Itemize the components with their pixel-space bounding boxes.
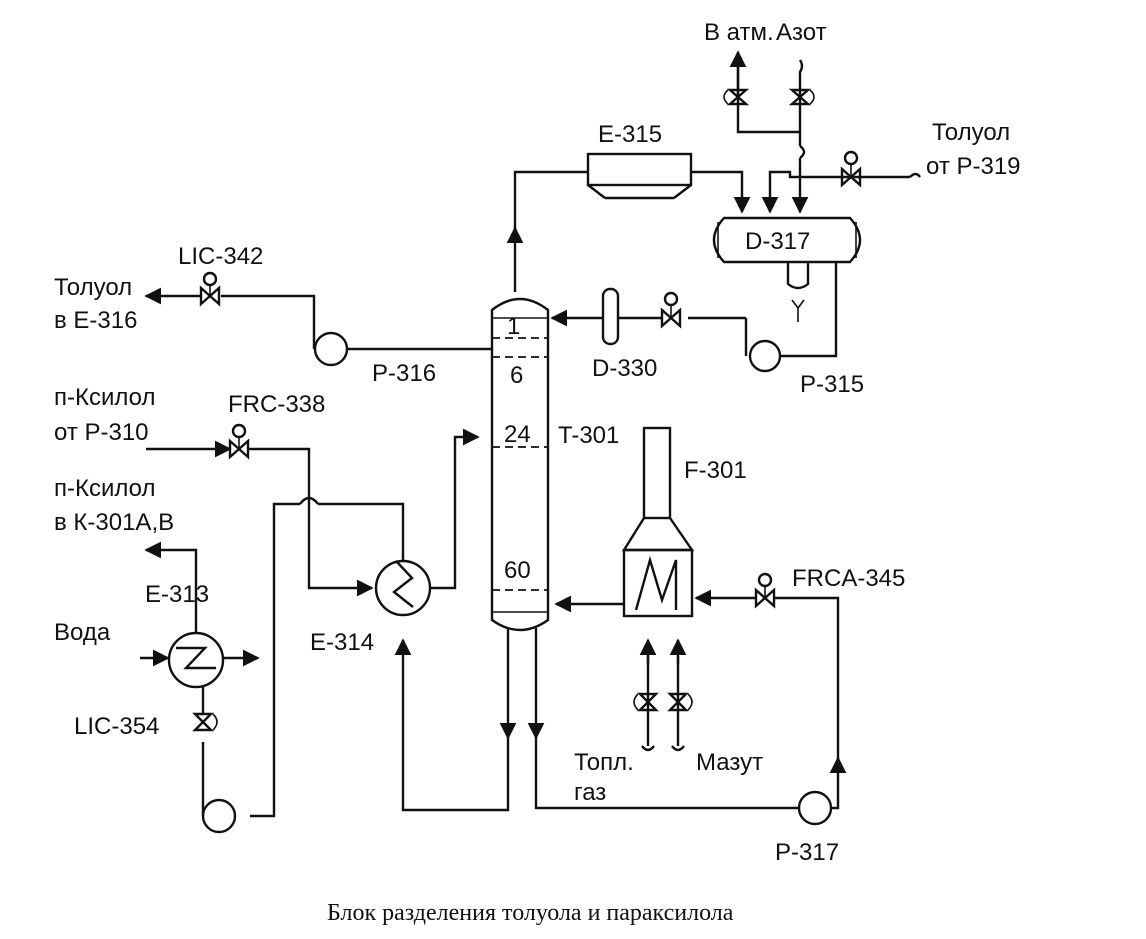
furnace-f301 [621,426,695,618]
tray-1-label: 1 [507,313,520,340]
px-out-label-1: п-Ксилол [54,475,155,502]
lic-354-label: LIC-354 [74,713,159,740]
lic-342-label: LIC-342 [178,243,263,270]
pump-p314 [201,798,237,834]
air-cooler-e315-label: E-315 [598,121,662,148]
to-atm-label: В атм. [704,19,774,46]
tray-60-label: 60 [504,557,531,584]
toluene-in-label-1: Толуол [932,119,1010,146]
frca-345-label: FRCA-345 [792,565,905,592]
pump-p315 [748,339,782,373]
diagram-caption: Блок разделения толуола и параксилола [327,900,734,926]
tray-6-label: 6 [510,362,523,389]
furnace-f301-label: F-301 [684,457,747,484]
pump-p317 [797,790,833,826]
pump-p316 [313,331,349,367]
drum-d330-label: D-330 [592,355,657,382]
reflux-drum-d317 [712,216,862,322]
pump-p315-label: P-315 [800,371,864,398]
px-in-label-2: от Р-310 [54,419,149,446]
px-out-label-2: в К-301А,В [54,509,174,536]
tray-24-label: 24 [504,421,531,448]
cooler-e313 [167,631,225,689]
toluene-out-label-2: в Е-316 [54,307,137,334]
frc-338-label: FRC-338 [228,391,325,418]
cooler-e313-label: E-313 [145,581,209,608]
fuel-gas-label-1: Топл. [574,749,634,776]
pump-p316-label: P-316 [372,360,436,387]
column-t301: 1 6 24 60 [490,297,550,632]
fuel-oil-label: Мазут [696,749,763,776]
column-t301-label: T-301 [558,422,619,449]
drum-d330 [601,287,620,346]
toluene-out-label-1: Толуол [54,274,132,301]
air-cooler-e315 [586,152,693,200]
toluene-in-label-2: от Р-319 [926,153,1021,180]
fuel-gas-label-2: газ [574,779,606,806]
reflux-drum-d317-label: D-317 [745,228,810,255]
px-in-label-1: п-Ксилол [54,384,155,411]
water-label: Вода [54,619,111,646]
exchanger-e314-label: E-314 [310,629,374,656]
nitrogen-label: Азот [776,19,827,46]
pump-p317-label: P-317 [775,839,839,866]
